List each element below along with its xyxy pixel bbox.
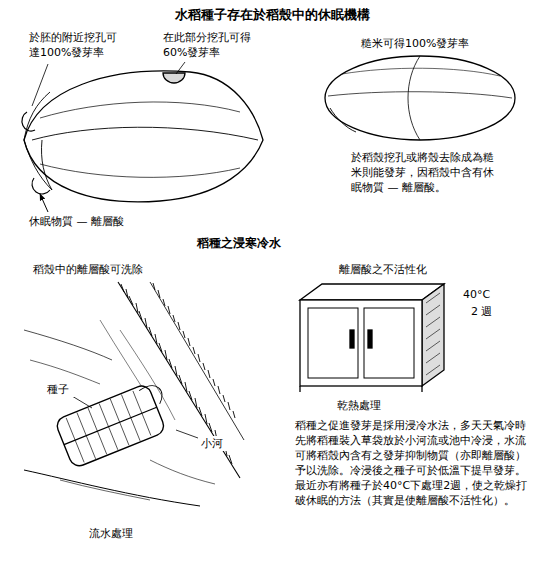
panel-heading: 稻殼中的離層酸可洗除 <box>32 262 204 277</box>
brown-rice <box>325 56 515 140</box>
section-heading: 稻種之浸寒冷水 <box>196 236 358 251</box>
part-label: 種子 <box>46 382 78 397</box>
explanation-note: 於稻殼挖孔或將殼去除成為糙米則能發芽，因稻殼中含有休眠物質 — 離層酸。 <box>350 150 502 195</box>
stream-scene <box>24 282 244 506</box>
callout-note: 於胚的附近挖孔可達100%發芽率 <box>28 30 122 60</box>
callout-note: 在此部分挖孔可得60%發芽率 <box>162 30 254 60</box>
panel-heading: 離層酸之不活性化 <box>338 262 490 277</box>
callout-note: 糙米可得100%發芽率 <box>360 36 512 51</box>
drying-oven <box>300 284 444 392</box>
panel-caption: 乾熱處理 <box>336 398 418 413</box>
diagram-title: 水稻種子存在於稻殼中的休眠機構 <box>0 6 544 24</box>
callout-note: 休眠物質 — 離層酸 <box>28 214 190 229</box>
part-label: 小河 <box>200 436 232 451</box>
rice-grain-husk <box>22 62 263 212</box>
temperature-label: 40°C <box>462 287 514 302</box>
panel-caption: 流水處理 <box>88 526 160 541</box>
explanation-paragraph: 稻種之促進發芽是採用浸冷水法，多天天氣冷時先將稻種裝入草袋放於小河流或池中冷浸，… <box>294 418 536 508</box>
duration-label: 2 週 <box>470 304 512 319</box>
